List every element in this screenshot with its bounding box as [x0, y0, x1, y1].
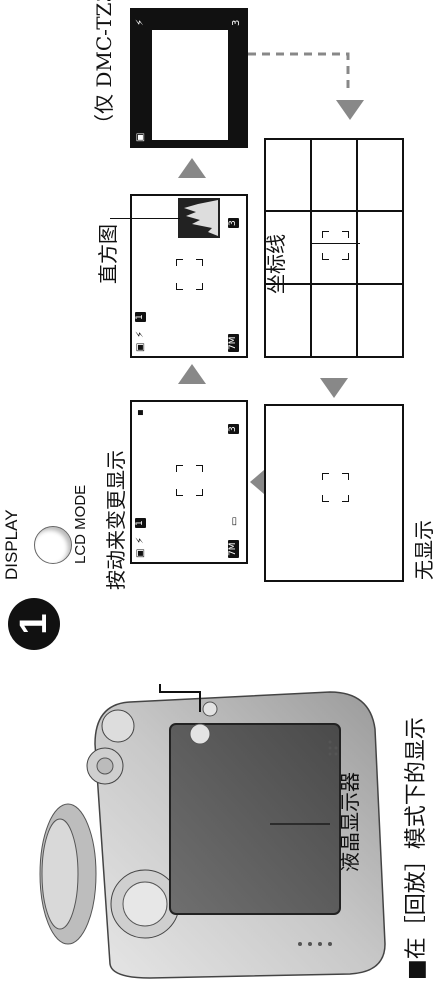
screen-normal: ▣ ⚡ 1 7M ▭ 3 ▪	[130, 400, 248, 564]
no-display-label: 无显示	[412, 520, 436, 580]
rec-count: 1	[135, 518, 146, 528]
af-corner-tl	[176, 283, 183, 290]
grid-line-v2	[266, 210, 402, 212]
grid-line-h1	[310, 140, 312, 356]
arrow-to-none	[320, 378, 348, 398]
arrow-to-normal	[250, 470, 264, 494]
frame-count: 3	[231, 19, 242, 26]
arrow-to-tz3	[178, 158, 206, 178]
grid-leader	[310, 243, 360, 244]
grid-line-h2	[356, 140, 358, 356]
af-corner-tr	[176, 259, 183, 266]
lcd-label: 液晶显示器	[338, 772, 362, 872]
arrow-to-histogram	[178, 364, 206, 384]
display-button[interactable]	[34, 526, 72, 564]
histogram-leader	[110, 218, 180, 219]
af-corner-bl	[196, 283, 203, 290]
battery-icon: ▭	[229, 516, 240, 526]
mode-icon: ▣	[135, 548, 146, 558]
mode-icon: ▣	[135, 342, 146, 352]
display-button-bottom-label: LCD MODE	[72, 484, 89, 564]
af-corner-bl	[342, 253, 349, 260]
frame-count: 3	[228, 424, 239, 434]
af-corner-tl	[322, 495, 329, 502]
tz3-only-label: （仅 DMC-TZ3）	[92, 0, 116, 134]
section-heading: ■在［回放］模式下的显示	[404, 717, 429, 980]
instruction-text: 按动来变更显示	[104, 450, 128, 590]
af-corner-bl	[196, 489, 203, 496]
af-corner-br	[342, 231, 349, 238]
flash-icon: ⚡	[135, 18, 146, 26]
arrow-to-grid	[336, 100, 364, 120]
step-number-badge: 1	[8, 598, 60, 650]
screen-tz3: ▣ ⚡ 3	[130, 8, 248, 148]
rec-count: 1	[135, 312, 146, 322]
histogram-graph	[178, 198, 220, 238]
af-corner-br	[342, 473, 349, 480]
flash-icon: ⚡	[135, 536, 146, 544]
af-corner-tl	[176, 489, 183, 496]
frame-count: 3	[228, 218, 239, 228]
dashed-connector	[248, 52, 350, 94]
screen-no-display	[264, 404, 404, 582]
af-corner-bl	[342, 495, 349, 502]
quality-icon: 7M	[228, 540, 239, 558]
screen-histogram: ▣ ⚡ 1 7M 3	[130, 194, 248, 358]
histogram-label: 直方图	[96, 224, 120, 284]
mode-icon: ▣	[135, 132, 146, 142]
af-corner-br	[196, 465, 203, 472]
af-corner-tr	[176, 465, 183, 472]
af-corner-tr	[322, 473, 329, 480]
display-button-top-label: DISPLAY	[2, 509, 21, 580]
grid-label: 坐标线	[264, 234, 288, 294]
af-corner-br	[196, 259, 203, 266]
camera-illustration	[39, 684, 386, 979]
af-corner-tr	[322, 231, 329, 238]
af-corner-tl	[322, 253, 329, 260]
flash-icon: ⚡	[135, 330, 146, 338]
lcd-screen	[169, 723, 341, 915]
tz3-image-area	[152, 30, 228, 140]
quality-icon: 7M	[228, 334, 239, 352]
protect-icon: ▪	[135, 409, 146, 416]
